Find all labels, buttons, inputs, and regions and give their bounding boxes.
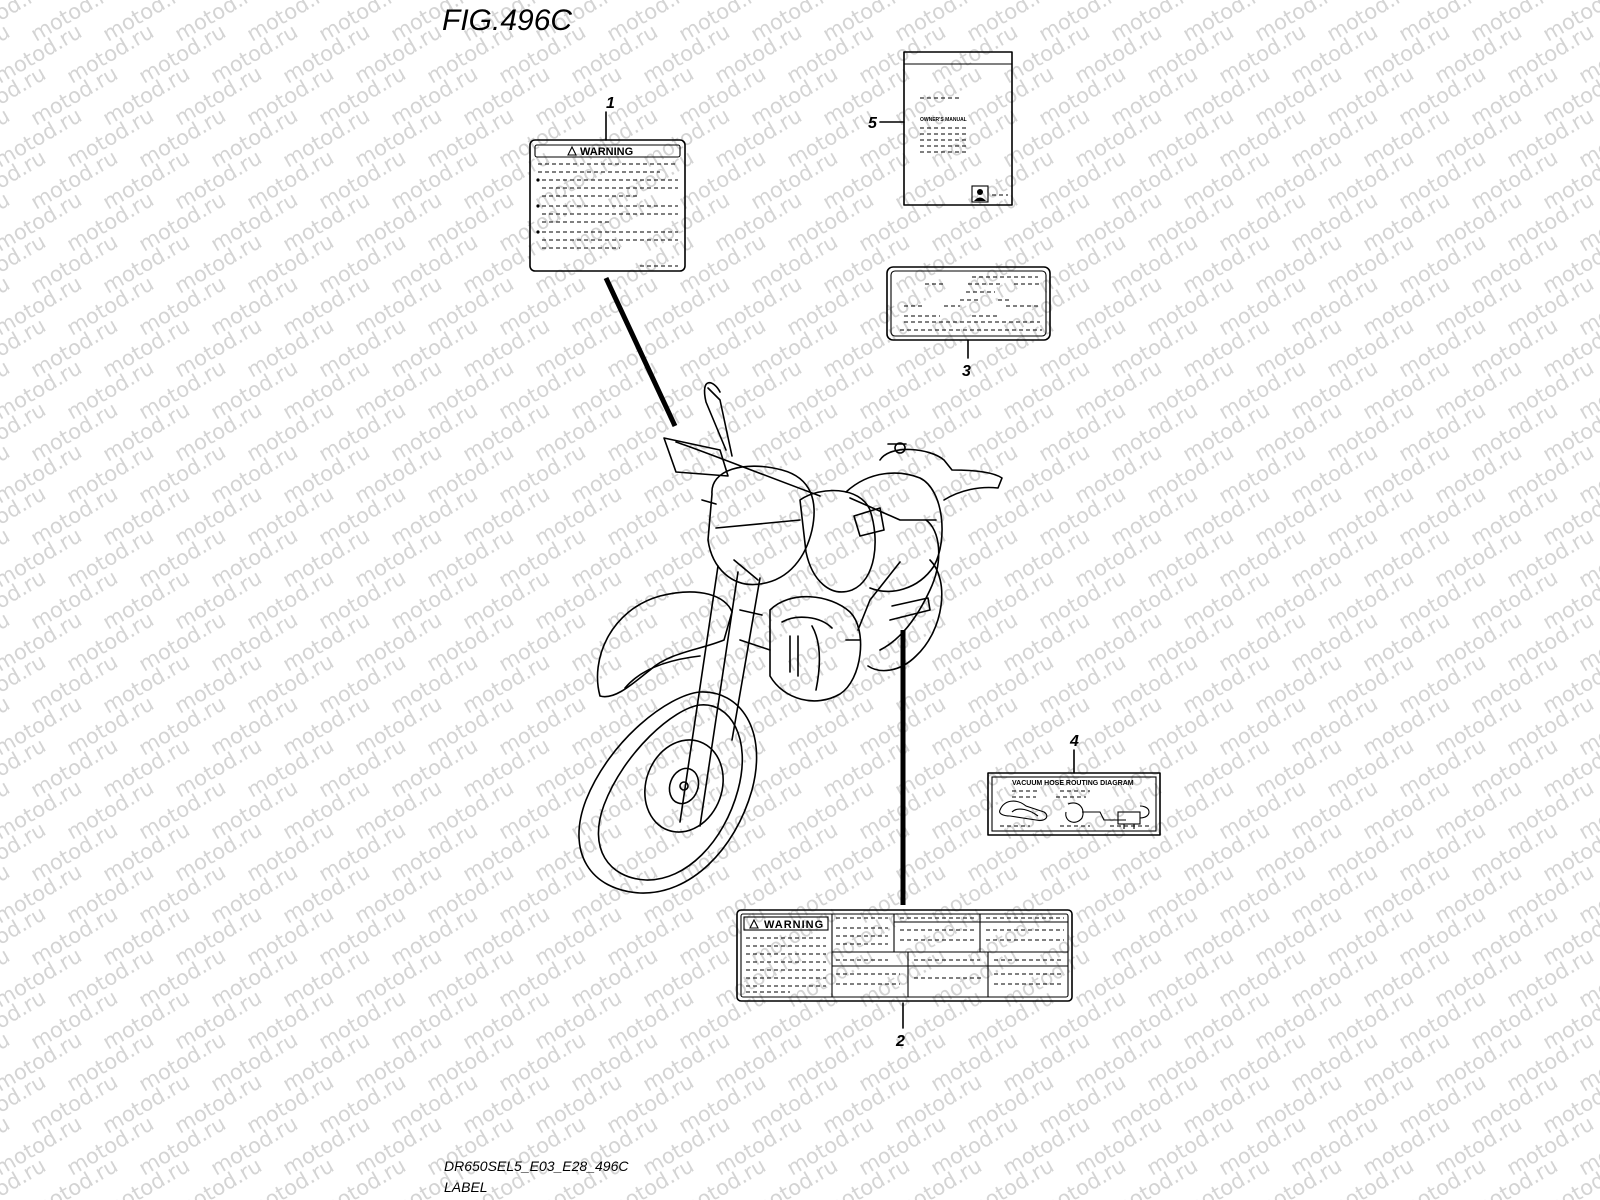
callout-4: 4 <box>1069 733 1079 750</box>
callout-5: 5 <box>868 115 878 132</box>
figure-title: FIG.496C <box>442 4 572 37</box>
callout-3: 3 <box>962 363 971 380</box>
figure-caption: LABEL <box>444 1179 488 1195</box>
figure-code: DR650SEL5_E03_E28_496C <box>444 1158 629 1174</box>
label-2-heading: WARNING <box>764 919 824 931</box>
callout-1: 1 <box>606 95 615 112</box>
callout-2: 2 <box>895 1033 905 1050</box>
label-1-heading: WARNING <box>580 146 633 158</box>
label-4-heading: VACUUM HOSE ROUTING DIAGRAM <box>1012 780 1134 787</box>
watermark-text: motod.ru <box>1575 0 1600 4</box>
label-5-heading: OWNER'S MANUAL <box>920 117 967 123</box>
